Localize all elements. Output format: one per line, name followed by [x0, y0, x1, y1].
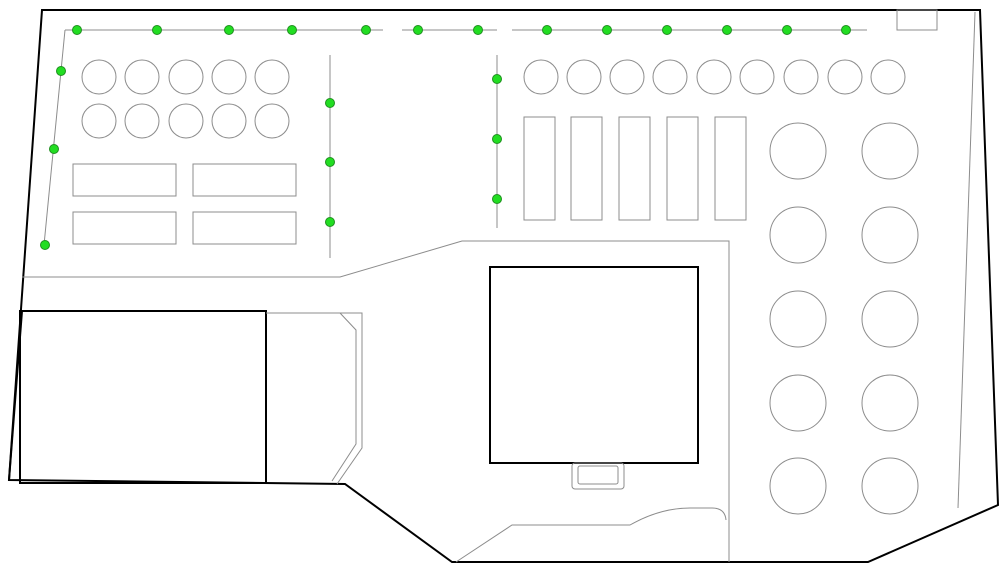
site-boundary	[7, 9, 1000, 563]
marker-point	[287, 25, 297, 35]
tank-large	[769, 206, 827, 264]
tank-small	[168, 59, 204, 95]
bed-rect	[72, 163, 177, 197]
tank-small	[783, 59, 819, 95]
bed-rect	[192, 211, 297, 245]
tank-large	[861, 122, 919, 180]
marker-point	[224, 25, 234, 35]
tank-small	[211, 59, 247, 95]
tank-small	[696, 59, 732, 95]
tank-vertical	[523, 116, 556, 221]
tank-small	[211, 103, 247, 139]
tank-large	[861, 457, 919, 515]
marker-point	[722, 25, 732, 35]
internal-road	[22, 240, 730, 562]
tank-large	[861, 206, 919, 264]
tank-large	[769, 122, 827, 180]
tank-vertical	[666, 116, 699, 221]
tank-small	[609, 59, 645, 95]
marker-point	[492, 134, 502, 144]
marker-point	[492, 74, 502, 84]
tank-small	[566, 59, 602, 95]
marker-point	[152, 25, 162, 35]
tank-small	[81, 103, 117, 139]
tank-small	[254, 103, 290, 139]
tank-vertical	[618, 116, 651, 221]
marker-point	[841, 25, 851, 35]
marker-point	[473, 25, 483, 35]
tank-small	[168, 103, 204, 139]
tank-small	[124, 103, 160, 139]
tank-large	[769, 374, 827, 432]
building-left-edge	[8, 310, 23, 481]
marker-point	[325, 217, 335, 227]
marker-point	[40, 240, 50, 250]
tank-large	[769, 290, 827, 348]
marker-point	[325, 98, 335, 108]
marker-point	[602, 25, 612, 35]
tank-small	[739, 59, 775, 95]
tank-large	[769, 457, 827, 515]
tank-small	[254, 59, 290, 95]
tank-small	[523, 59, 559, 95]
marker-point	[662, 25, 672, 35]
bed-rect	[72, 211, 177, 245]
entrance-step	[571, 462, 625, 490]
marker-point	[413, 25, 423, 35]
building-central	[489, 266, 699, 464]
marker-point	[361, 25, 371, 35]
marker-point	[72, 25, 82, 35]
marker-point	[492, 194, 502, 204]
tank-large	[861, 290, 919, 348]
tank-vertical	[570, 116, 603, 221]
right-edge-line	[957, 11, 976, 509]
bed-rect	[192, 163, 297, 197]
building-left	[19, 310, 267, 484]
tank-large	[861, 374, 919, 432]
marker-point	[325, 157, 335, 167]
marker-point	[782, 25, 792, 35]
tank-small	[124, 59, 160, 95]
ramp	[266, 312, 363, 485]
marker-point	[49, 144, 59, 154]
marker-point	[56, 66, 66, 76]
tank-small	[870, 59, 906, 95]
tank-small	[81, 59, 117, 95]
tank-small	[827, 59, 863, 95]
corner-box	[896, 9, 938, 31]
lower-path	[455, 507, 727, 563]
tank-small	[652, 59, 688, 95]
tank-vertical	[714, 116, 747, 221]
marker-point	[542, 25, 552, 35]
perimeter-rail	[43, 29, 867, 258]
